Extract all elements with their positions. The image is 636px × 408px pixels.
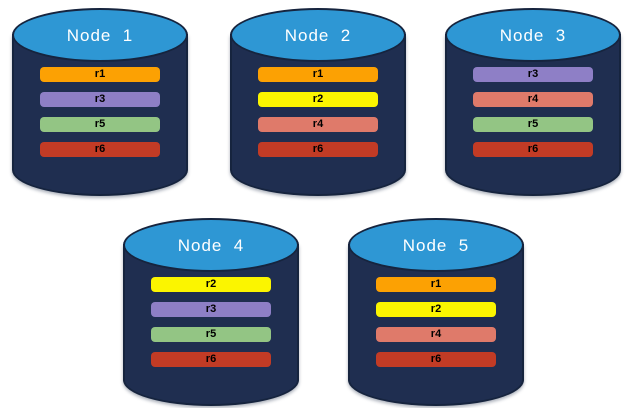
replica-bar: r2 xyxy=(376,302,496,317)
node-title: Node 1 xyxy=(66,26,134,45)
replica-bar: r3 xyxy=(40,92,160,107)
node-3-cylinder: Node 3 r3 r4 r5 r6 xyxy=(445,8,621,196)
replica-bar: r5 xyxy=(151,327,271,342)
replica-bar: r4 xyxy=(376,327,496,342)
cylinder-top-ellipse: Node 2 xyxy=(230,8,406,62)
replica-list: r1 r3 r5 r6 xyxy=(40,67,160,157)
replica-bar: r2 xyxy=(258,92,378,107)
replica-bar: r1 xyxy=(376,277,496,292)
node-1-cylinder: Node 1 r1 r3 r5 r6 xyxy=(12,8,188,196)
cylinder-top-ellipse: Node 1 xyxy=(12,8,188,62)
replica-bar: r6 xyxy=(151,352,271,367)
replica-bar: r6 xyxy=(258,142,378,157)
replica-bar: r2 xyxy=(151,277,271,292)
replica-bar: r6 xyxy=(473,142,593,157)
replica-list: r1 r2 r4 r6 xyxy=(258,67,378,157)
replica-bar: r6 xyxy=(376,352,496,367)
replica-list: r2 r3 r5 r6 xyxy=(151,277,271,367)
node-title: Node 4 xyxy=(177,236,245,255)
replica-bar: r4 xyxy=(258,117,378,132)
node-2-cylinder: Node 2 r1 r2 r4 r6 xyxy=(230,8,406,196)
replica-bar: r3 xyxy=(151,302,271,317)
cylinder-top-ellipse: Node 3 xyxy=(445,8,621,62)
node-title: Node 3 xyxy=(499,26,567,45)
replica-bar: r6 xyxy=(40,142,160,157)
replica-bar: r1 xyxy=(258,67,378,82)
cylinder-top-ellipse: Node 5 xyxy=(348,218,524,272)
node-5-cylinder: Node 5 r1 r2 r4 r6 xyxy=(348,218,524,406)
node-title: Node 5 xyxy=(402,236,470,255)
replica-list: r1 r2 r4 r6 xyxy=(376,277,496,367)
cylinder-top-ellipse: Node 4 xyxy=(123,218,299,272)
node-4-cylinder: Node 4 r2 r3 r5 r6 xyxy=(123,218,299,406)
replica-bar: r5 xyxy=(473,117,593,132)
replica-bar: r3 xyxy=(473,67,593,82)
replica-bar: r4 xyxy=(473,92,593,107)
replica-bar: r1 xyxy=(40,67,160,82)
replica-list: r3 r4 r5 r6 xyxy=(473,67,593,157)
node-title: Node 2 xyxy=(284,26,352,45)
replica-bar: r5 xyxy=(40,117,160,132)
